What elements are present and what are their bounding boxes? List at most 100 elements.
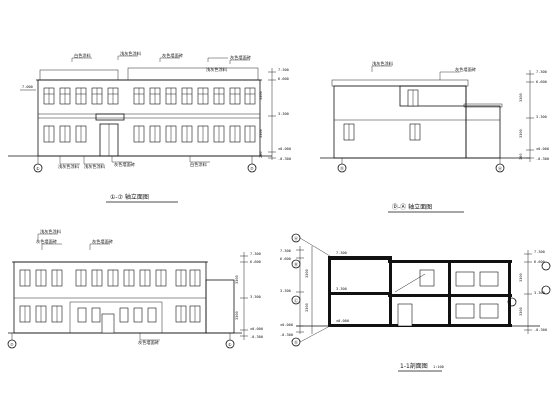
section-level-inner-1: 7.300 xyxy=(336,251,347,255)
side-annex-parapet xyxy=(463,103,503,108)
section-level-inner-2: 3.300 xyxy=(336,287,347,291)
front-windows-upper xyxy=(43,87,256,105)
rear-windows-lower xyxy=(19,305,201,334)
front-canopy xyxy=(95,113,125,121)
rear-axis-right-bubble xyxy=(225,339,235,349)
rear-level-2: 6.600 xyxy=(250,260,261,264)
front-note-top-1: 白色涂料 xyxy=(74,52,92,59)
side-leader-1 xyxy=(371,65,392,72)
side-dim-3: 300 xyxy=(519,154,523,161)
rear-dim-1: 3300 xyxy=(235,275,239,284)
section-caption: 1-1剖面图 xyxy=(400,362,428,370)
section-dim-left xyxy=(296,246,313,334)
rear-level-1: 7.300 xyxy=(250,252,261,256)
rear-dim-column xyxy=(240,252,248,340)
section-axis-1: Ⓐ xyxy=(294,235,298,241)
front-parapet-right xyxy=(127,67,259,81)
front-level-4: ±0.000 xyxy=(278,147,291,151)
rear-leader-2 xyxy=(41,243,62,250)
front-leaders-bottom xyxy=(59,156,210,165)
section-dim-right-1: 3300 xyxy=(519,273,523,282)
front-level-2: 6.600 xyxy=(278,77,289,81)
side-axis-left: Ⓓ xyxy=(340,165,344,171)
front-axis-right-bubble xyxy=(247,163,257,173)
side-dim-column xyxy=(526,70,534,162)
section-dim-right xyxy=(524,250,532,334)
side-level-5: -0.300 xyxy=(536,157,549,161)
rear-note-bottom-1: 灰色墙面砖 xyxy=(138,339,159,346)
section-dim-right-2: 3300 xyxy=(519,307,523,316)
rear-leader-4 xyxy=(139,333,160,341)
section-level-right-1: 7.300 xyxy=(534,250,545,254)
section-roof-slab-left xyxy=(328,256,392,260)
rear-dim-2: 3300 xyxy=(235,311,239,320)
front-axis-right: ⑦ xyxy=(250,166,254,171)
section-ground-slab-left xyxy=(328,324,392,327)
section-level-left-2: 6.600 xyxy=(280,257,291,261)
front-leaders-top xyxy=(71,55,250,64)
rear-entrance-block xyxy=(69,301,163,334)
section-axis-right-bubble-3 xyxy=(507,297,517,307)
section-roof-slab-right xyxy=(388,260,512,263)
side-upper-block xyxy=(399,85,467,107)
front-note-top-5: 灰色墙面砖 xyxy=(230,54,251,61)
side-dim-1: 3300 xyxy=(519,93,523,102)
section-level-left-4: ±0.000 xyxy=(280,323,293,327)
side-leader-2 xyxy=(439,71,460,80)
front-level-3: 3.300 xyxy=(278,112,289,116)
section-level-left-5: -0.300 xyxy=(280,333,293,337)
front-elevation: 白色涂料 浅灰色涂料 灰色墙面砖 浅灰色涂料 灰色墙面砖 浅灰色涂料 浅灰色涂料… xyxy=(8,50,291,203)
rear-level-5: -0.300 xyxy=(250,335,263,339)
front-level-5: -0.300 xyxy=(278,157,291,161)
side-level-3: 3.300 xyxy=(536,115,547,119)
side-level-2: 6.600 xyxy=(536,80,547,84)
front-note-top-3: 灰色墙面砖 xyxy=(162,52,183,59)
section-level-right-4: -0.300 xyxy=(534,328,547,332)
section-floor-slab-left xyxy=(328,292,392,295)
side-note-top-1: 浅灰色涂料 xyxy=(372,60,394,67)
front-note-bottom-2: 浅灰色涂料 xyxy=(84,163,106,170)
rear-axis-left: ⑦ xyxy=(10,342,14,347)
front-windows-lower xyxy=(43,125,256,143)
side-annex xyxy=(465,105,501,159)
section-axis-right-bubble-2 xyxy=(541,285,551,295)
rear-axis-right: ① xyxy=(228,342,232,347)
side-caption: Ⓓ-Ⓐ 轴立面图 xyxy=(392,203,432,211)
side-axis-left-bubble xyxy=(337,163,347,173)
front-axis-left-bubble xyxy=(33,163,43,173)
front-note-top-2: 浅灰色涂料 xyxy=(120,50,142,57)
side-windows xyxy=(343,89,421,141)
front-note-bottom-3: 灰色墙面砖 xyxy=(114,161,135,168)
rear-level-4: ±0.000 xyxy=(250,327,263,331)
rear-note-top-2: 灰色墙面砖 xyxy=(36,238,57,245)
side-parapet xyxy=(331,79,469,87)
section-axis-4: Ⓓ xyxy=(294,339,298,345)
rear-leader-3 xyxy=(89,243,110,250)
section-level-left-3: 3.300 xyxy=(280,289,291,293)
front-note-top-4: 浅灰色涂料 xyxy=(206,66,228,73)
rear-note-top-3: 灰色墙面砖 xyxy=(92,238,113,245)
side-axis-right-bubble xyxy=(495,163,505,173)
rear-note-top-1: 浅灰色涂料 xyxy=(40,228,62,235)
section-stair xyxy=(394,273,426,293)
front-parapet-left xyxy=(39,69,119,81)
front-caption: ①-⑦ 轴立面图 xyxy=(110,193,149,201)
section-1-1: 7.300 6.600 3.300 ±0.000 -0.300 3300 330… xyxy=(280,233,551,372)
section-caption-scale: 1:100 xyxy=(433,365,444,369)
rear-windows-upper xyxy=(19,269,201,287)
front-level-1: 7.300 xyxy=(278,68,289,72)
front-axis-left: ① xyxy=(36,166,40,171)
front-dim-1: 3300 xyxy=(259,91,263,100)
front-level-left: 7.000 xyxy=(22,85,33,89)
side-level-4: ±0.000 xyxy=(536,147,549,151)
section-dim-left-1: 3300 xyxy=(305,269,309,278)
side-elevation: 浅灰色涂料 灰色墙面砖 7.300 6.600 3.300 ±0.000 -0.… xyxy=(320,60,549,213)
rear-level-3: 3.300 xyxy=(250,295,261,299)
rear-elevation: 浅灰色涂料 灰色墙面砖 灰色墙面砖 灰色墙面砖 7.300 6.600 3.30… xyxy=(7,228,263,349)
rear-annex xyxy=(205,279,235,334)
side-level-1: 7.300 xyxy=(536,70,547,74)
side-note-top-2: 灰色墙面砖 xyxy=(455,66,476,73)
front-dim-column xyxy=(268,68,276,160)
section-level-right-3: 3.300 xyxy=(534,291,545,295)
